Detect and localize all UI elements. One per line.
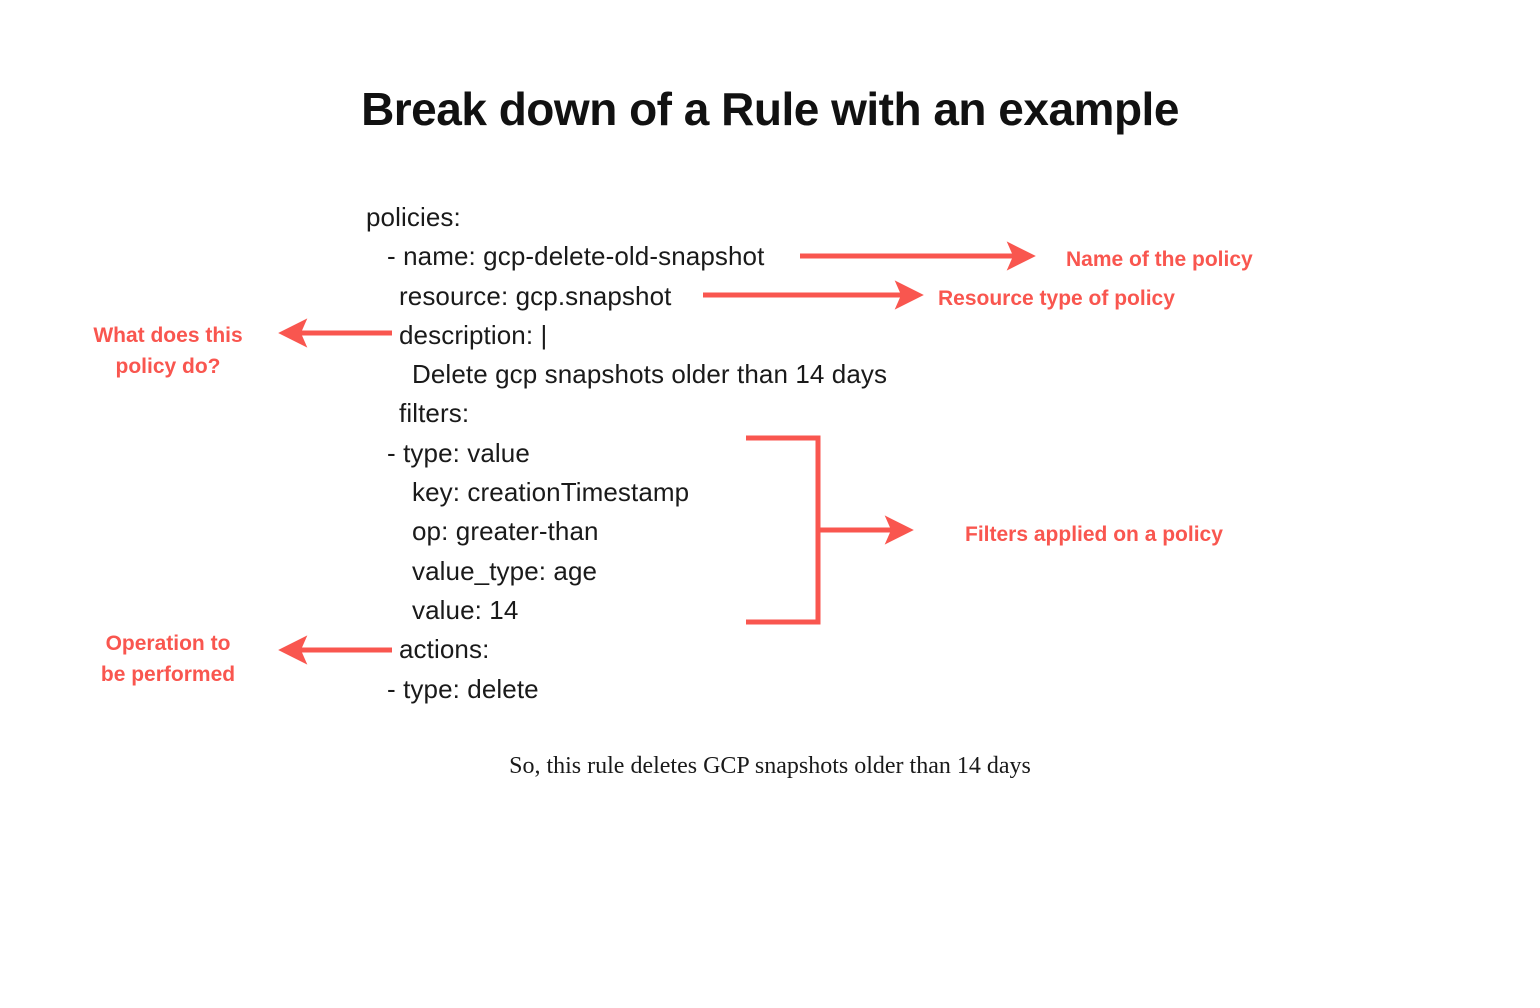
page-title: Break down of a Rule with an example xyxy=(361,83,1179,135)
yaml-line-filter-type: - type: value xyxy=(387,437,530,468)
yaml-line-filter-key: key: creationTimestamp xyxy=(412,477,690,508)
yaml-line-filter-value: value: 14 xyxy=(412,594,519,625)
yaml-line-policies: policies: xyxy=(366,202,461,232)
yaml-line-description-text: Delete gcp snapshots older than 14 days xyxy=(412,359,888,390)
annotation-filters-applied: Filters applied on a policy xyxy=(965,523,1223,546)
annotation-name-of-policy: Name of the policy xyxy=(1066,248,1253,271)
annotation-operation-to-be-performed: Operation to be performed xyxy=(100,632,236,686)
yaml-line-actions: actions: xyxy=(399,634,490,665)
yaml-line-action-type: - type: delete xyxy=(387,673,539,704)
annotation-resource-type: Resource type of policy xyxy=(938,287,1175,310)
annotation-what-does-this-policy-do: What does this policy do? xyxy=(93,324,243,378)
yaml-line-resource: resource: gcp.snapshot xyxy=(399,280,672,311)
yaml-line-name: - name: gcp-delete-old-snapshot xyxy=(387,241,765,272)
yaml-line-filters: filters: xyxy=(399,398,470,429)
yaml-line-filter-valuetype: value_type: age xyxy=(412,555,598,586)
yaml-code-block: policies: - name: gcp-delete-old-snapsho… xyxy=(366,198,986,709)
yaml-line-filter-op: op: greater-than xyxy=(412,516,599,547)
summary-caption: So, this rule deletes GCP snapshots olde… xyxy=(509,753,1031,779)
yaml-line-description: description: | xyxy=(399,319,548,350)
